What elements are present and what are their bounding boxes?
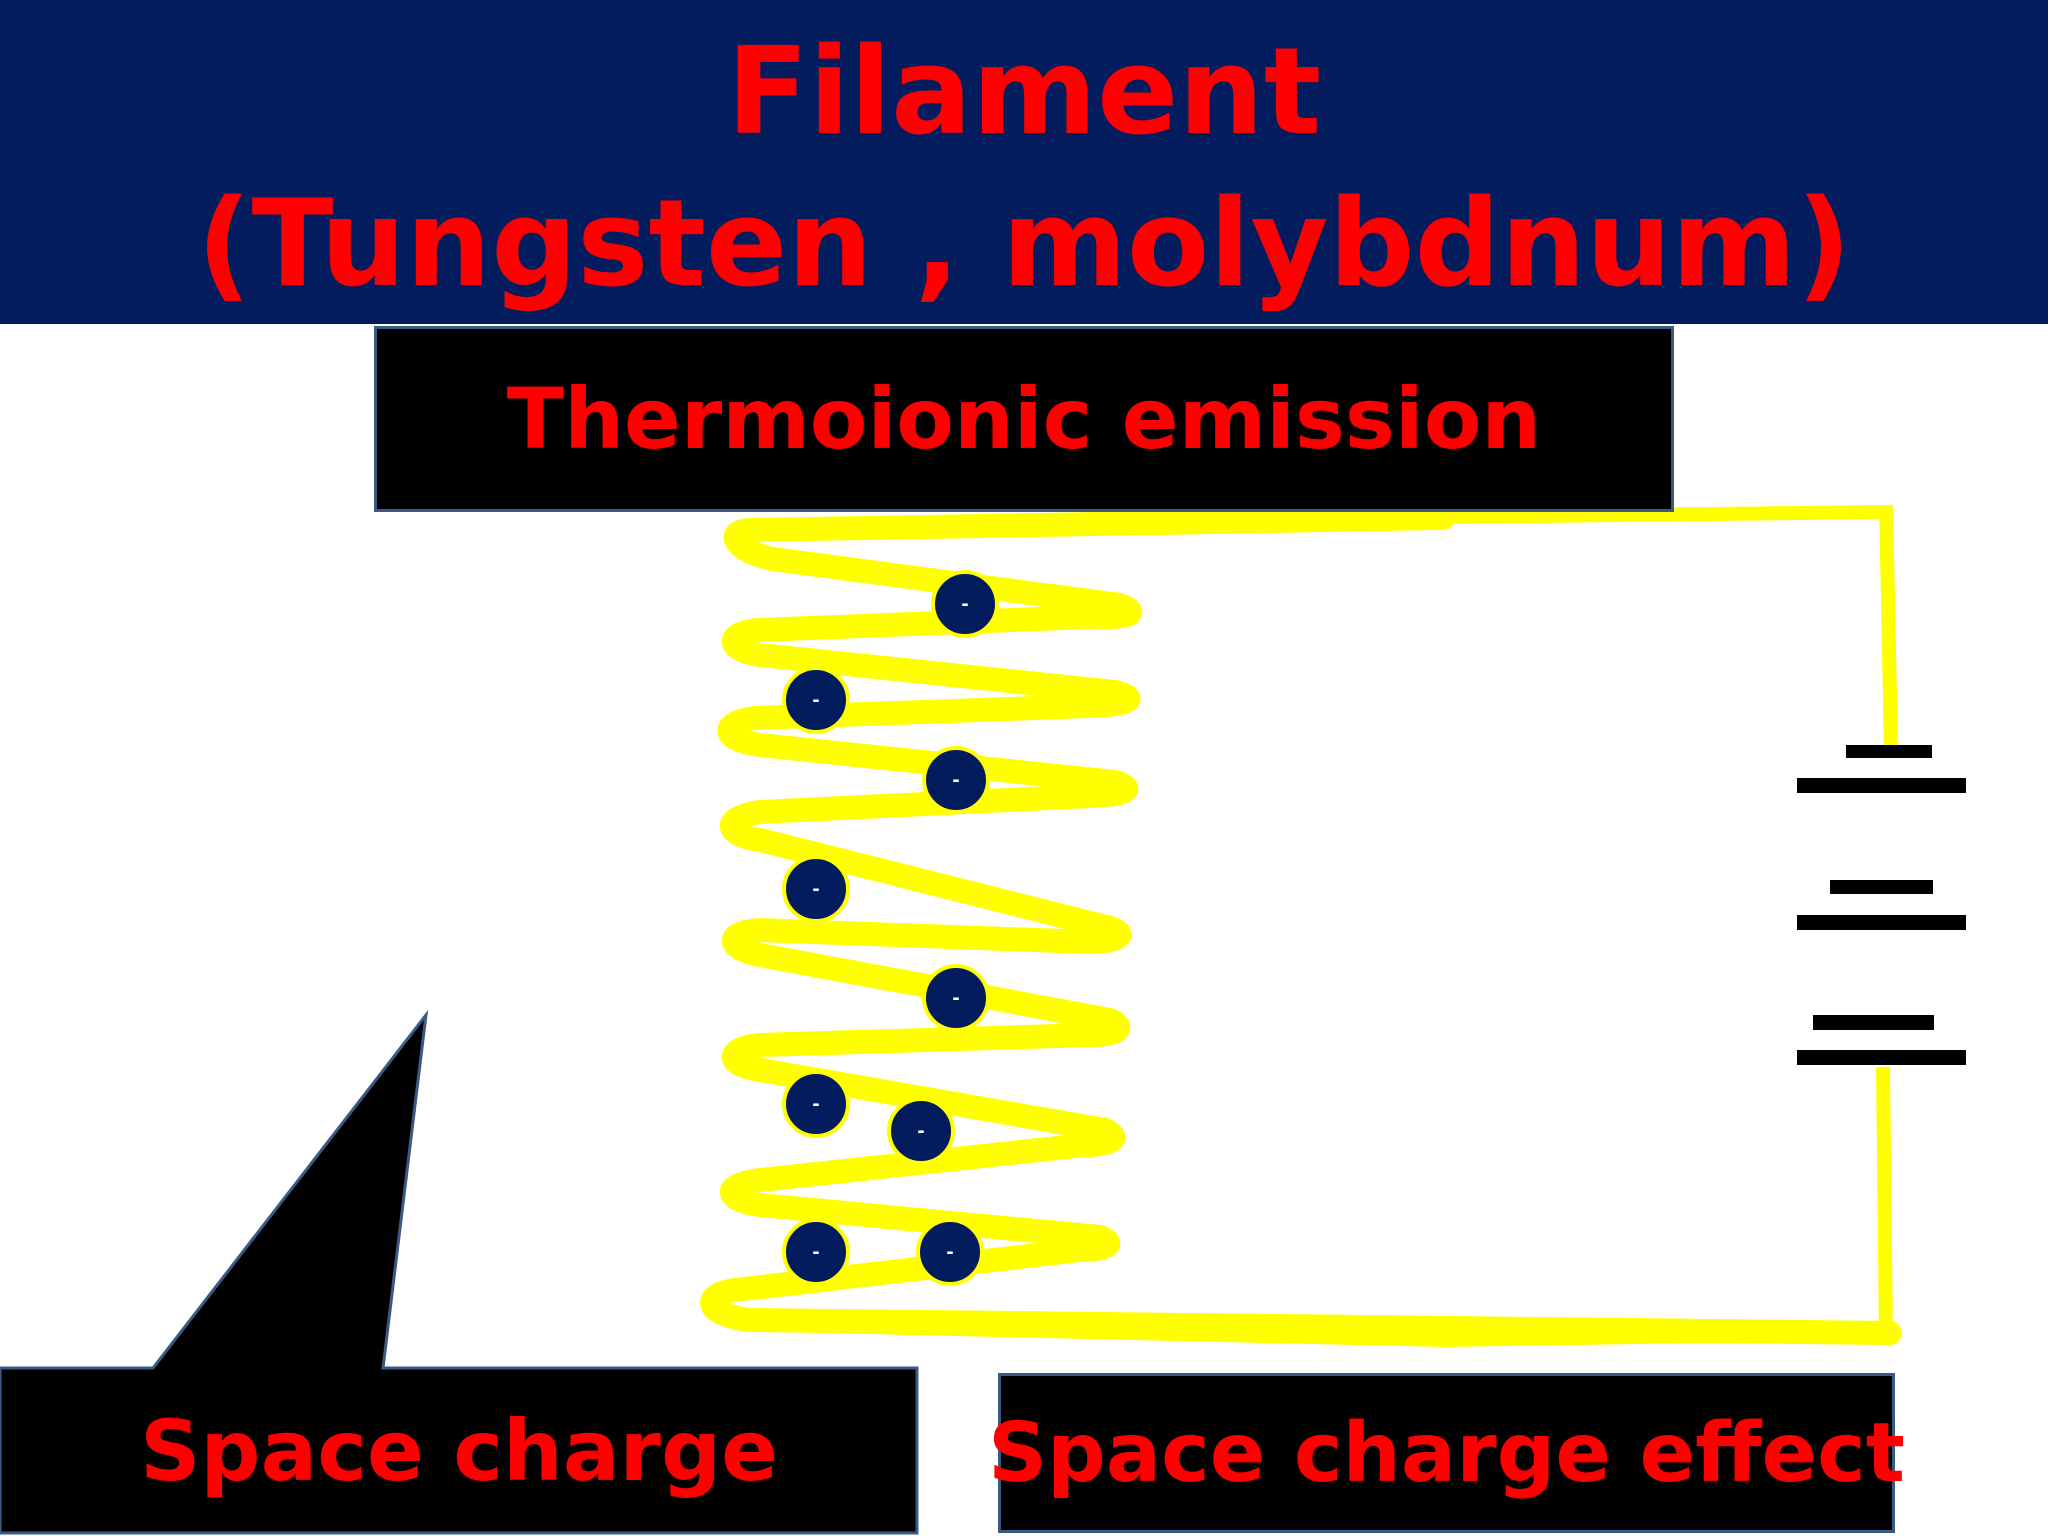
battery-plate-short-1 [1846, 745, 1932, 758]
svg-text:-: - [946, 1242, 953, 1263]
battery [1797, 745, 1966, 1065]
svg-text:-: - [812, 1242, 819, 1263]
battery-plate-long-3 [1797, 1050, 1966, 1065]
filament-coil [700, 506, 1902, 1345]
electron: - [782, 666, 850, 734]
space-charge-callout [0, 1009, 919, 1535]
thermoionic-emission-label: Thermoionic emission [374, 326, 1674, 512]
electron: - [887, 1097, 955, 1165]
battery-plate-long-2 [1797, 915, 1966, 930]
electron: - [922, 964, 990, 1032]
space-charge-effect-label: Space charge effect [988, 1373, 1905, 1533]
wire-right-upper [1879, 504, 1898, 749]
electrons: - - - - - - - - - [782, 570, 999, 1286]
svg-text:-: - [961, 594, 968, 615]
battery-plate-short-2 [1830, 880, 1933, 894]
title-banner [0, 0, 2048, 324]
electron: - [782, 1070, 850, 1138]
electron: - [916, 1218, 984, 1286]
svg-text:-: - [952, 988, 959, 1009]
electron: - [782, 855, 850, 923]
wire-right-lower [1876, 1066, 1893, 1341]
electron: - [782, 1218, 850, 1286]
svg-text:-: - [812, 879, 819, 900]
svg-text:-: - [812, 1094, 819, 1115]
title-line-2: (Tungsten , molybdnum) [196, 175, 1852, 314]
electron: - [922, 746, 990, 814]
space-charge-label: Space charge [139, 1401, 779, 1500]
svg-text:-: - [952, 770, 959, 791]
svg-text:-: - [917, 1121, 924, 1142]
battery-plate-long-1 [1797, 778, 1966, 793]
title-line-1: Filament [726, 23, 1322, 162]
electron: - [931, 570, 999, 638]
svg-text:-: - [812, 690, 819, 711]
battery-plate-short-3 [1813, 1015, 1934, 1030]
